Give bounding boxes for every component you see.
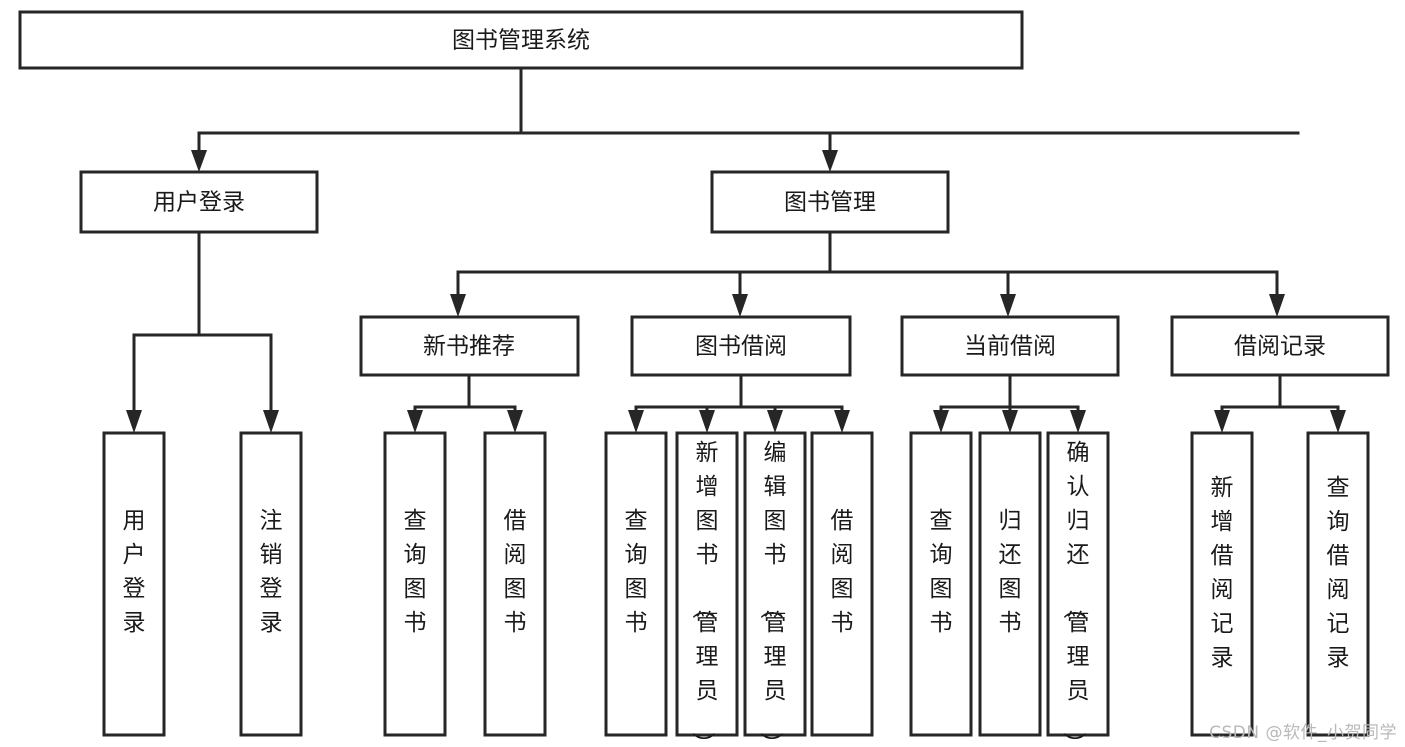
connector-borrowrecord-to-leaves	[1214, 373, 1346, 433]
leaf-newbook-query-book-label: 查询图书	[404, 508, 427, 636]
leaf-user-login-logout-label: 注销登录	[260, 508, 283, 636]
leaf-bookborrow-borrow-book[interactable]: 借阅图书	[810, 431, 874, 737]
leaf-borrowrecord-add-record[interactable]: 新增借阅记录	[1190, 431, 1254, 737]
leaf-borrowrecord-add-record-label: 新增借阅记录	[1211, 475, 1234, 671]
leaf-currentborrow-confirm-return[interactable]: 确认归还（管理员）	[1046, 431, 1110, 747]
watermark-credit: CSDN @软件_小贺同学	[1209, 723, 1397, 743]
leaf-user-login-logout[interactable]: 注销登录	[239, 431, 303, 737]
leaf-newbook-borrow-book-label: 借阅图书	[504, 508, 527, 636]
leaf-bookborrow-borrow-book-label: 借阅图书	[831, 508, 854, 636]
leaf-currentborrow-return-book[interactable]: 归还图书	[978, 431, 1042, 737]
node-current-borrow[interactable]: 当前借阅	[900, 315, 1120, 377]
node-current-borrow-label: 当前借阅	[964, 334, 1056, 360]
node-book-management[interactable]: 图书管理	[710, 170, 950, 234]
leaf-borrowrecord-query-record[interactable]: 查询借阅记录	[1306, 431, 1370, 737]
leaf-currentborrow-return-book-label: 归还图书	[999, 508, 1022, 636]
connector-bookborrow-to-leaves	[628, 373, 850, 433]
leaf-currentborrow-query-book-label: 查询图书	[930, 508, 953, 636]
leaf-newbook-query-book[interactable]: 查询图书	[383, 431, 447, 737]
node-book-borrow[interactable]: 图书借阅	[630, 315, 852, 377]
node-book-borrow-label: 图书借阅	[695, 334, 787, 360]
connector-bookmgmt-to-level3	[450, 230, 1285, 317]
connector-userlogin-to-leaves	[126, 230, 279, 433]
leaf-user-login-login-label: 用户登录	[123, 508, 146, 636]
node-new-book-recommend-label: 新书推荐	[423, 334, 515, 360]
leaf-newbook-borrow-book[interactable]: 借阅图书	[483, 431, 547, 737]
connector-currentborrow-to-leaves	[933, 373, 1086, 433]
leaf-bookborrow-query-book-label: 查询图书	[625, 508, 648, 636]
leaf-currentborrow-query-book[interactable]: 查询图书	[909, 431, 973, 737]
node-new-book-recommend[interactable]: 新书推荐	[359, 315, 580, 377]
connector-newbook-to-leaves	[407, 373, 523, 433]
node-book-management-label: 图书管理	[784, 190, 876, 216]
leaf-user-login-login[interactable]: 用户登录	[102, 431, 166, 737]
node-borrow-record[interactable]: 借阅记录	[1170, 315, 1390, 377]
leaf-borrowrecord-query-record-label: 查询借阅记录	[1327, 475, 1350, 671]
node-root-system[interactable]: 图书管理系统	[18, 10, 1024, 70]
node-root-label: 图书管理系统	[452, 28, 590, 54]
node-user-login-label: 用户登录	[153, 190, 245, 216]
leaf-currentborrow-confirm-return-label: 确认归还（管理员）	[1061, 440, 1090, 747]
leaf-bookborrow-query-book[interactable]: 查询图书	[604, 431, 668, 737]
leaf-bookborrow-edit-book[interactable]: 编辑图书（管理员）	[743, 431, 807, 747]
leaf-bookborrow-add-book[interactable]: 新增图书（管理员）	[675, 431, 739, 747]
leaf-bookborrow-edit-book-label: 编辑图书（管理员）	[758, 440, 787, 747]
connector-root-to-level2	[191, 66, 1300, 172]
node-borrow-record-label: 借阅记录	[1234, 334, 1326, 360]
node-user-login[interactable]: 用户登录	[79, 170, 319, 234]
leaf-bookborrow-add-book-label: 新增图书（管理员）	[690, 440, 719, 747]
